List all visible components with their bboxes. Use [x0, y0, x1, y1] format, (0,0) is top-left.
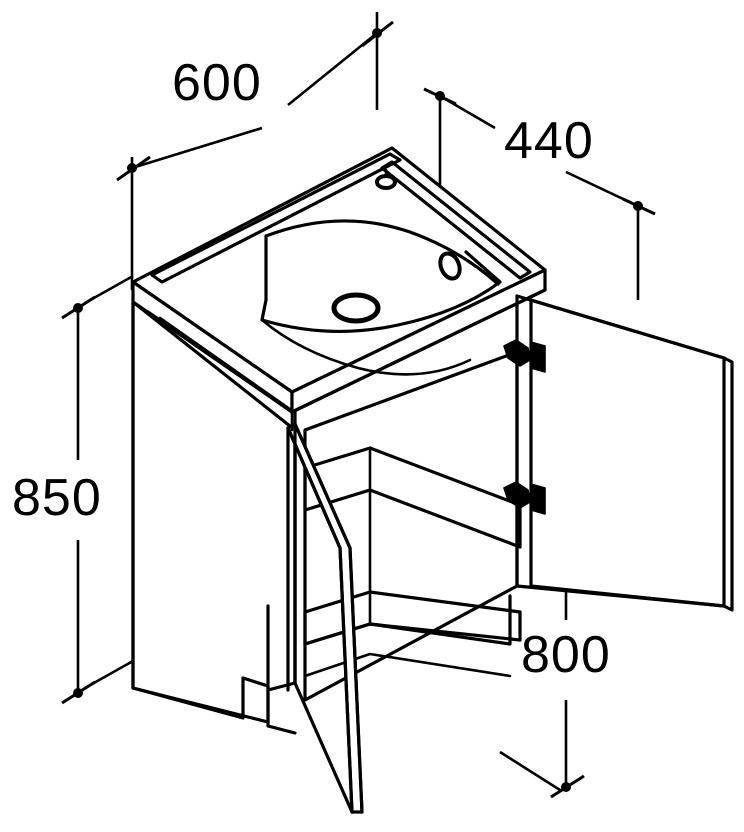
hinge-upper-detail	[506, 350, 530, 358]
dimension-440-tick-left	[423, 87, 457, 106]
dimension-850: 850	[12, 274, 134, 705]
right-door-bottom-edge	[515, 584, 726, 608]
countertop-back-left-rim	[150, 152, 402, 284]
left-door-top-edge	[293, 422, 352, 550]
basin-bowl-back-curve	[264, 219, 500, 286]
right-door-top-edge	[515, 294, 726, 360]
dimension-600-tick-right	[361, 20, 394, 48]
cabinet-base-rail	[303, 594, 512, 646]
dimension-800-label: 800	[521, 626, 611, 684]
dimension-440: 440	[423, 87, 656, 300]
dimension-850-leader-bottom	[84, 659, 134, 690]
left-door-bottom-edge	[293, 681, 354, 814]
dimension-440-tick-right	[622, 197, 656, 216]
dimension-850-label: 850	[12, 469, 102, 527]
dimension-800-tick-bottom	[550, 774, 585, 799]
dimension-800-leader-bottom	[499, 750, 561, 792]
drain-hole	[331, 292, 381, 324]
dimension-600-label: 600	[172, 54, 262, 112]
basin-apron	[290, 350, 519, 432]
overflow-hole	[438, 251, 462, 281]
hinge-lower-plate	[530, 483, 546, 515]
right-door	[515, 294, 734, 612]
countertop-back-right-rim	[380, 160, 532, 280]
cabinet-base-rail-lower	[303, 652, 512, 678]
left-door-inner-edge	[338, 546, 354, 814]
basin-bowl-inner-edge	[260, 318, 472, 376]
dimension-600-line-left	[131, 126, 263, 170]
dimension-440-label: 440	[504, 112, 594, 170]
dimension-600-tick-left	[116, 155, 151, 182]
hinge-lower-detail	[506, 492, 530, 500]
cabinet-plinth-recess-left	[131, 676, 297, 735]
hinge-lower-right	[503, 481, 546, 515]
right-door-panel	[529, 298, 726, 608]
left-door-outer-edge	[348, 546, 364, 814]
dimension-850-leader-top	[84, 274, 134, 305]
cabinet-floor	[303, 590, 522, 646]
tap-hole	[375, 174, 397, 190]
countertop-underside-rail-inner	[158, 316, 296, 414]
dimension-600: 600	[116, 12, 394, 290]
hinge-upper-right	[503, 339, 546, 373]
left-door-top-edge-inner	[286, 426, 342, 550]
right-door-thickness	[722, 356, 734, 612]
cabinet-top-rear-edge	[303, 350, 519, 432]
left-door	[286, 422, 364, 814]
countertop-basin	[131, 146, 547, 414]
basin-bowl	[260, 234, 502, 334]
hinge-upper-plate	[530, 341, 546, 373]
